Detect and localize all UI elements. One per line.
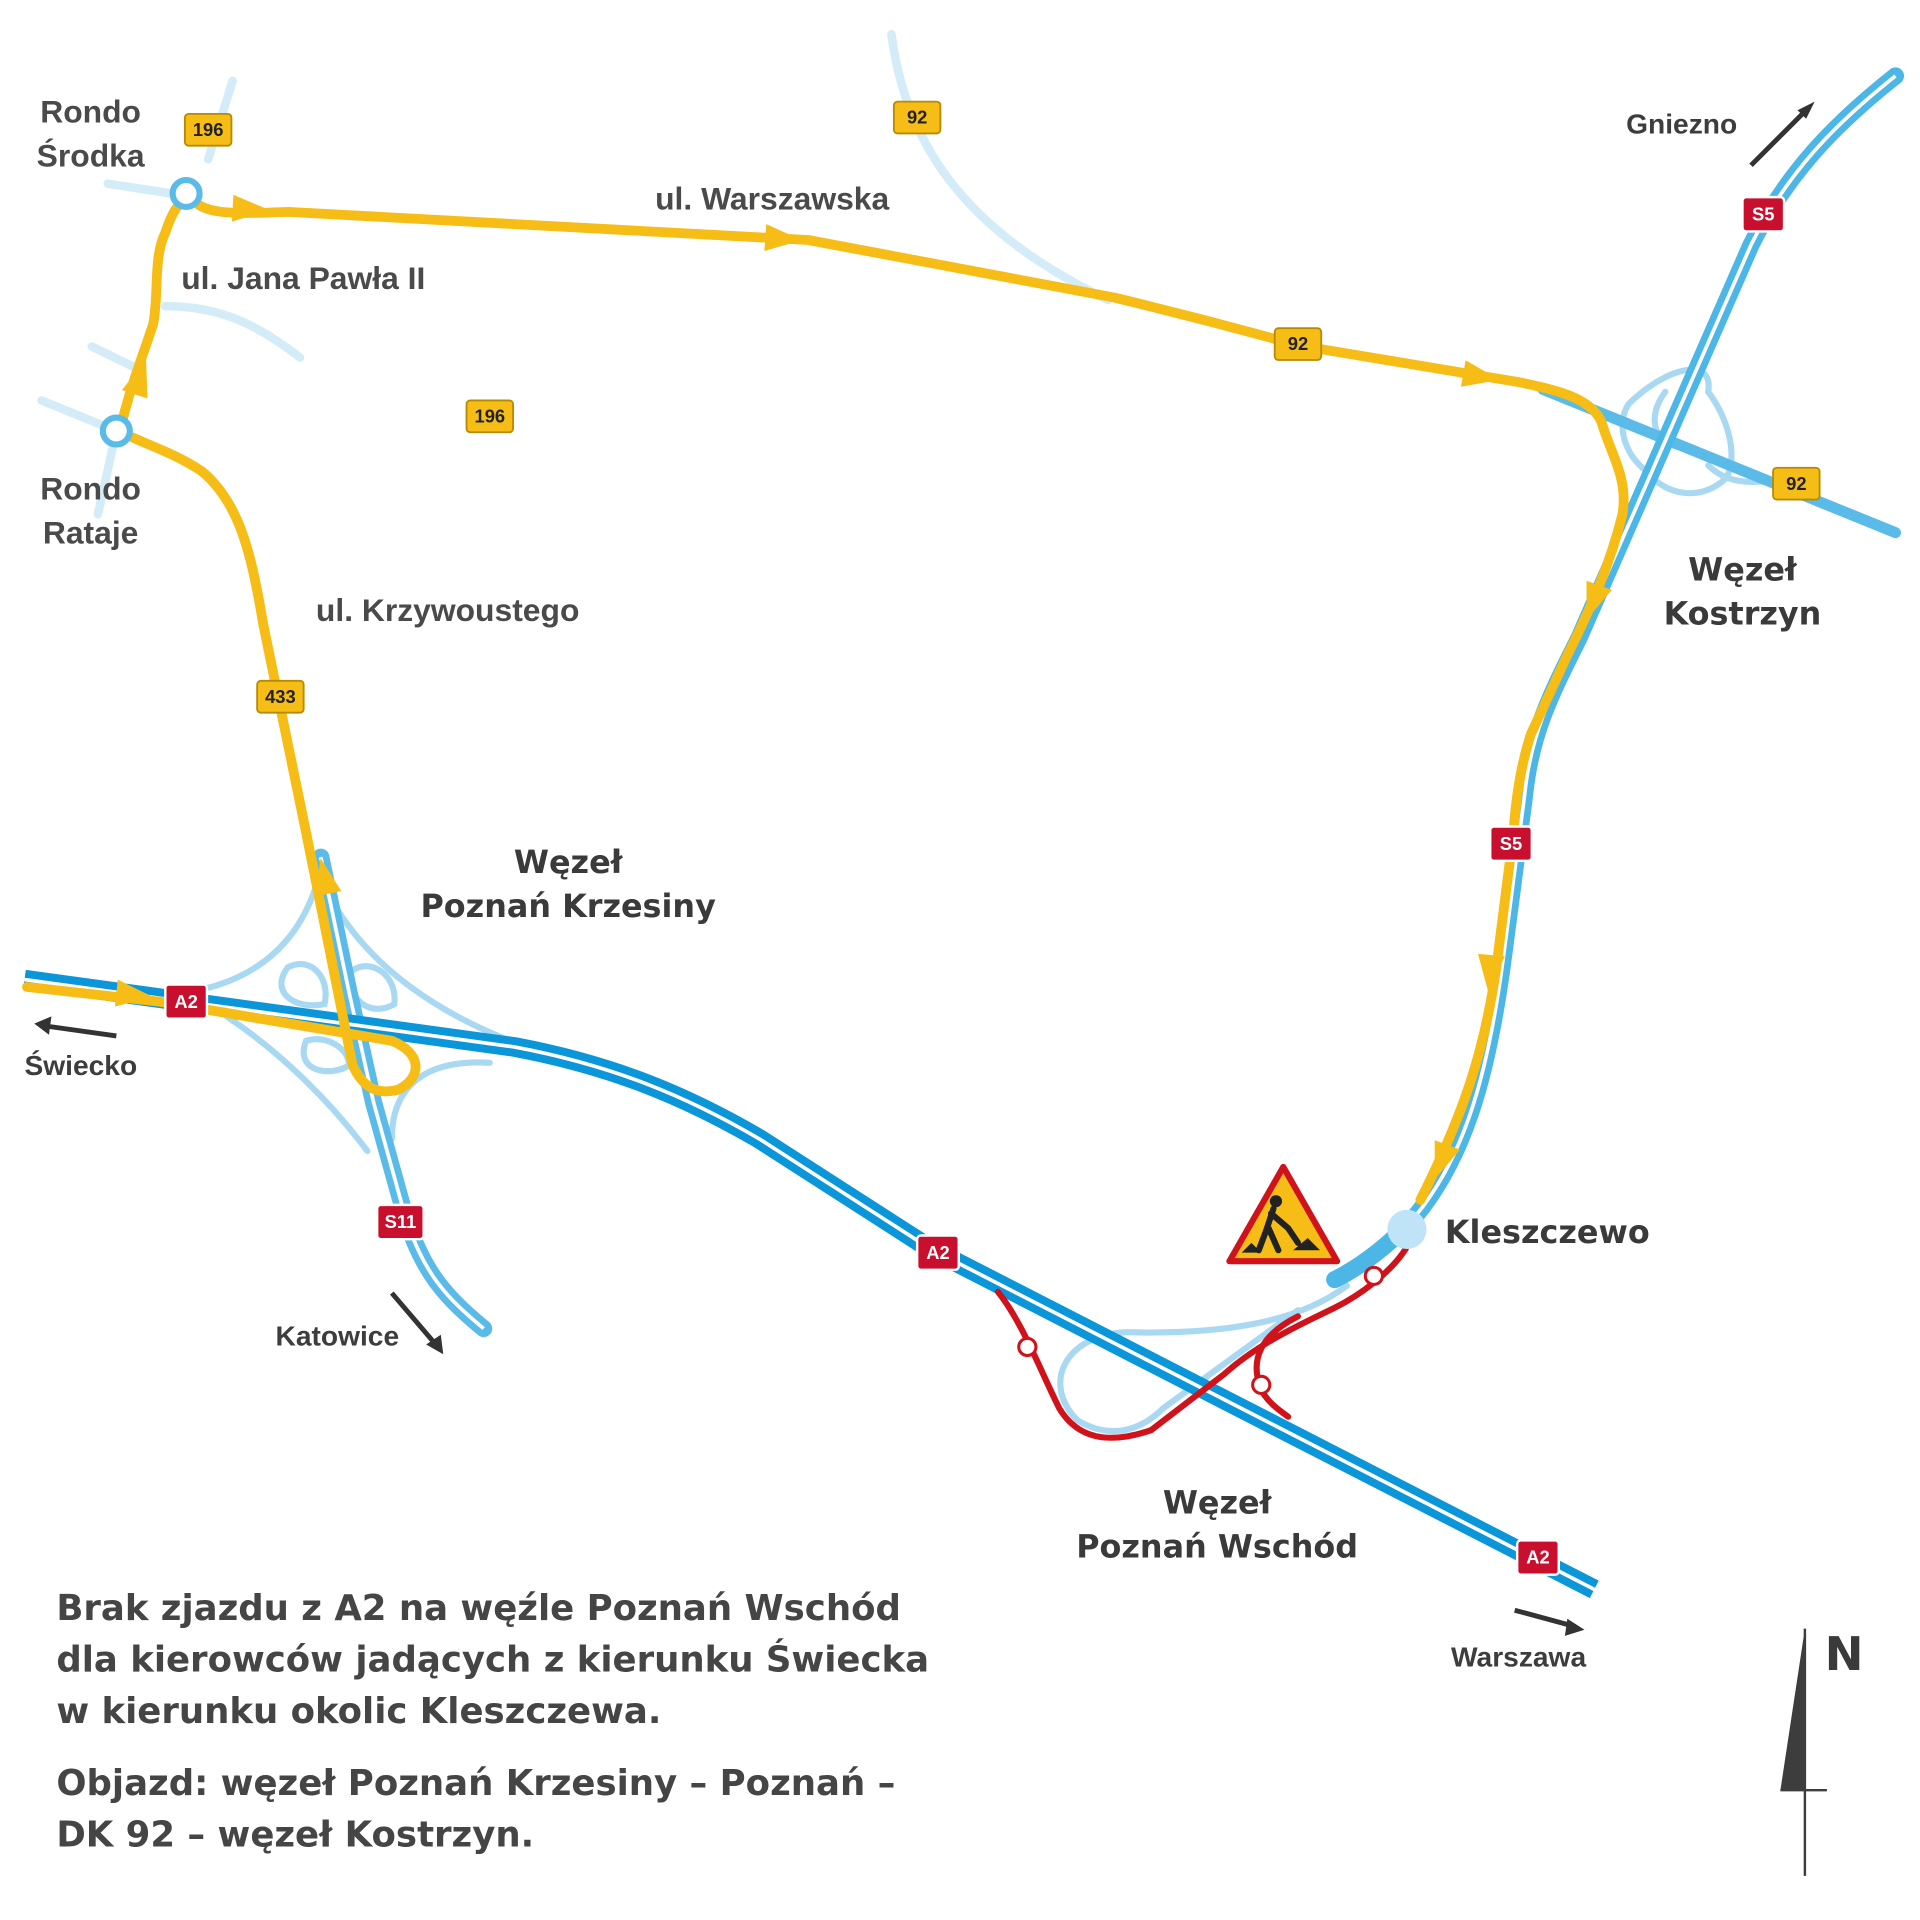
shield-196: 196 [183, 112, 233, 147]
shield-a2: A2 [164, 983, 209, 1020]
roundabout-icon [169, 176, 203, 210]
street-jana-pawla: ul. Jana Pawła II [181, 260, 425, 296]
svg-text:w kierunku okolic Kleszczewa.: w kierunku okolic Kleszczewa. [56, 1691, 661, 1732]
arrowhead [1797, 101, 1815, 119]
detour-route [22, 191, 1629, 1205]
direction-arrow-icon [1434, 1140, 1461, 1180]
shield-92: 92 [1273, 327, 1323, 361]
direction-arrow-icon [114, 979, 153, 1007]
svg-text:92: 92 [1288, 333, 1308, 354]
place-rondo-srodka: Środka [37, 138, 145, 174]
street-krzywoustego: ul. Krzywoustego [316, 592, 579, 628]
place-rondo-srodka: Rondo [40, 93, 141, 129]
direction-arrow-icon [46, 1023, 117, 1039]
svg-text:dla kierowców jadących z kieru: dla kierowców jadących z kierunku Świeck… [56, 1638, 929, 1680]
direction-arrow-icon [1749, 108, 1808, 168]
svg-text:196: 196 [474, 405, 505, 426]
svg-text:A2: A2 [174, 991, 197, 1012]
svg-text:S5: S5 [1500, 833, 1522, 854]
roadworks-sign-icon [1226, 1163, 1341, 1265]
svg-text:A2: A2 [1526, 1547, 1549, 1568]
arrowhead [1564, 1618, 1585, 1636]
closed-ramps [994, 1245, 1409, 1441]
svg-text:N: N [1825, 1627, 1864, 1681]
north-arrow-icon: N [1780, 1627, 1864, 1876]
junction-krzesiny: Poznań Krzesiny [420, 887, 716, 925]
shield-433: 433 [256, 679, 305, 714]
arrowhead [426, 1334, 444, 1355]
svg-text:92: 92 [907, 107, 927, 128]
place-kleszczewo: Kleszczewo [1445, 1213, 1650, 1251]
direction-arrow-icon [389, 1291, 437, 1345]
arrowhead [34, 1016, 52, 1035]
direction-arrow-icon [231, 194, 270, 222]
svg-text:S5: S5 [1752, 203, 1774, 224]
shield-s5: S5 [1741, 195, 1786, 233]
direction-warszawa: Warszawa [1451, 1642, 1586, 1673]
junction-wschod: Poznań Wschód [1076, 1528, 1358, 1566]
junction-krzesiny: Węzeł [514, 843, 624, 881]
wschod-loop [1057, 1282, 1350, 1435]
junction-wschod: Węzeł [1163, 1483, 1273, 1521]
svg-text:S11: S11 [385, 1211, 417, 1232]
shield-92: 92 [892, 100, 942, 135]
shield-196: 196 [465, 399, 514, 434]
svg-text:Objazd: węzeł Poznań Krzesiny: Objazd: węzeł Poznań Krzesiny – Poznań – [56, 1763, 895, 1804]
direction-arrow-icon [764, 224, 802, 251]
place-rondo-rataje: Rataje [43, 515, 139, 551]
kleszczewo-node [1387, 1209, 1427, 1249]
street-warszawska: ul. Warszawska [655, 180, 889, 216]
junction-kostrzyn: Kostrzyn [1664, 594, 1822, 632]
svg-text:92: 92 [1786, 473, 1806, 494]
direction-swiecko: Świecko [24, 1050, 137, 1081]
direction-arrow-icon [1586, 580, 1612, 620]
shield-a2: A2 [915, 1234, 960, 1272]
direction-katowice: Katowice [276, 1321, 400, 1352]
svg-text:A2: A2 [926, 1242, 949, 1263]
svg-text:Brak zjazdu z A2 na węźle Pozn: Brak zjazdu z A2 na węźle Poznań Wschód [56, 1588, 901, 1629]
junction-kostrzyn: Węzeł [1688, 550, 1798, 588]
shield-s11: S11 [375, 1203, 425, 1241]
svg-text:433: 433 [265, 686, 296, 707]
road-shields: 196 196 92 92 92 433 S5 S5 A2 A2 A2 S11 [164, 100, 1821, 1576]
direction-arrow-icon [314, 857, 342, 897]
shield-92: 92 [1772, 466, 1821, 501]
direction-arrow-icon [121, 359, 148, 399]
svg-text:DK 92 – węzeł Kostrzyn.: DK 92 – węzeł Kostrzyn. [56, 1815, 534, 1856]
s5-expressway [1326, 67, 1905, 1289]
shield-a2: A2 [1515, 1539, 1560, 1576]
closure-notice: Brak zjazdu z A2 na węźle Poznań Wschód … [56, 1588, 929, 1856]
detour-arrows [114, 194, 1612, 1180]
direction-arrow-icon [1478, 953, 1505, 992]
direction-arrow-icon [1460, 360, 1500, 387]
direction-gniezno: Gniezno [1626, 108, 1737, 139]
svg-text:196: 196 [193, 119, 224, 140]
roundabout-icon [99, 414, 133, 448]
place-rondo-rataje: Rondo [40, 471, 141, 507]
a2-motorway [23, 969, 1599, 1599]
direction-arrow-icon [1514, 1607, 1575, 1629]
shield-s5: S5 [1488, 825, 1534, 863]
